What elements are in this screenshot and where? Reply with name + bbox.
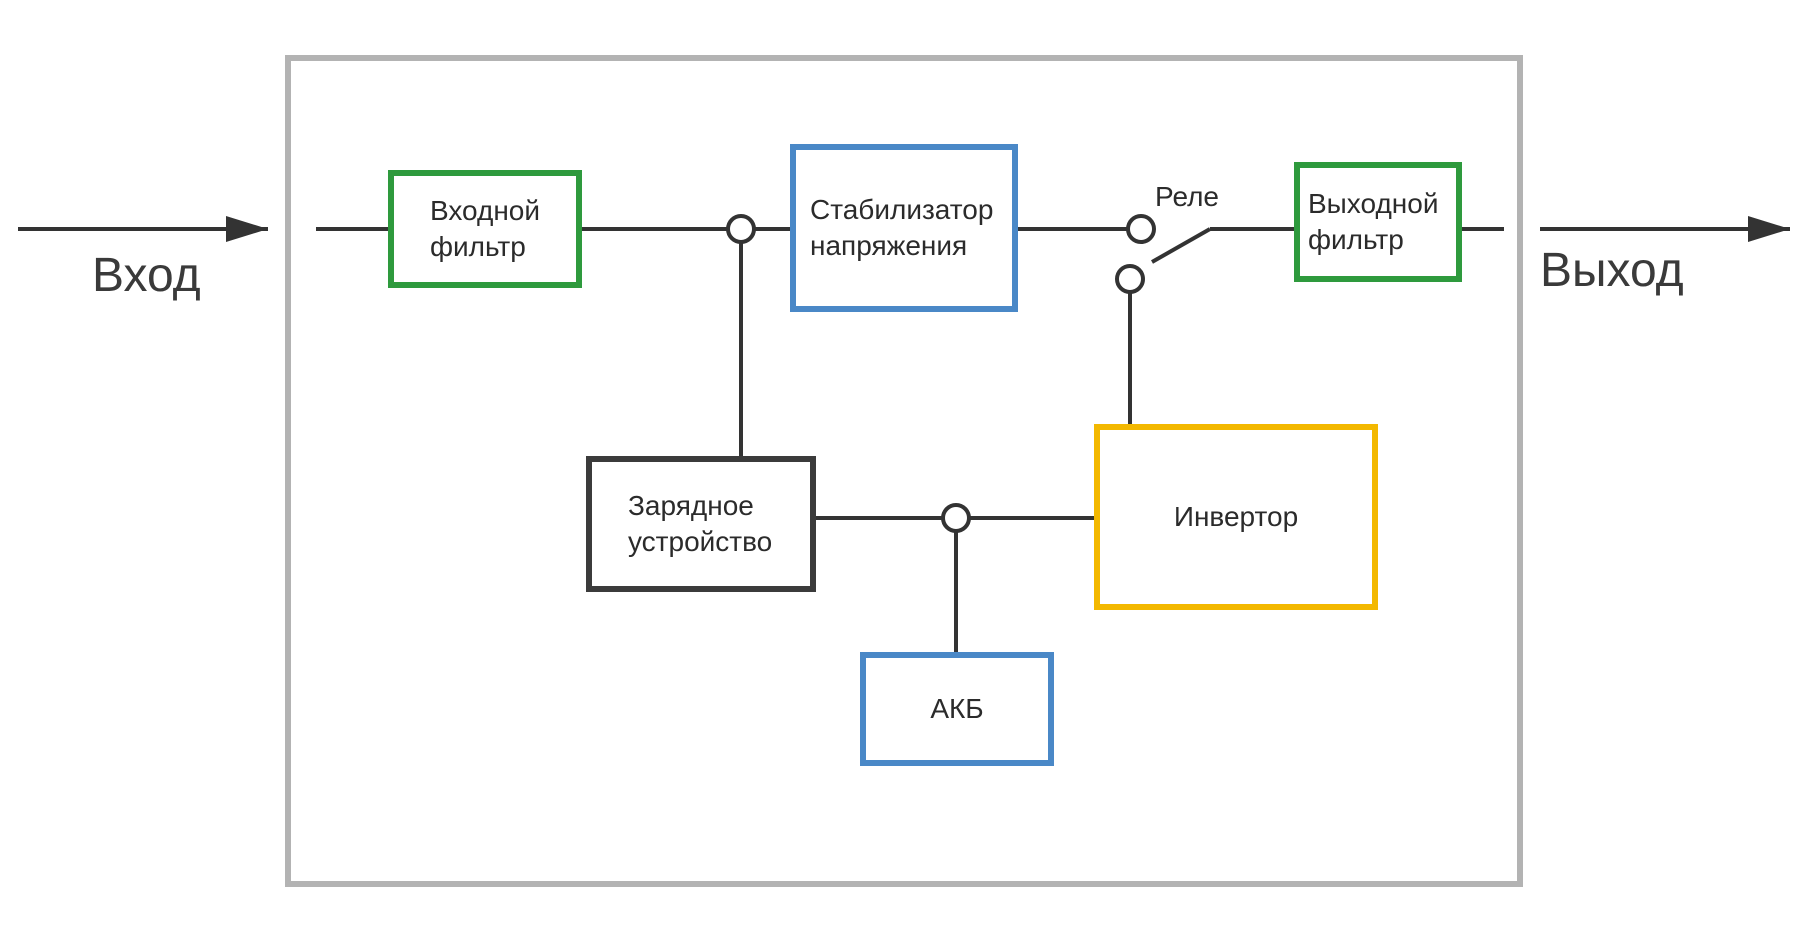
battery-label: АКБ: [930, 693, 984, 724]
stabilizer-block: Стабилизатор напряжения: [790, 144, 1018, 312]
stabilizer-label: Стабилизатор напряжения: [810, 194, 994, 261]
device-frame: [285, 55, 1523, 887]
output-arrowhead: [1748, 216, 1790, 242]
junction-node-main: [726, 214, 756, 244]
input-label: Вход: [92, 249, 201, 302]
charger-block: Зарядное устройство: [586, 456, 816, 592]
relay-contact-arm: [1151, 227, 1211, 264]
output-filter-label: Выходной фильтр: [1308, 188, 1439, 255]
inverter-label: Инвертор: [1173, 501, 1299, 532]
relay-contact-top: [1126, 214, 1156, 244]
inverter-block: Инвертор: [1094, 424, 1378, 610]
output-label: Выход: [1540, 244, 1684, 297]
output-filter-block: Выходной фильтр: [1294, 162, 1462, 282]
relay-contact-bottom: [1115, 264, 1145, 294]
input-filter-label: Входной фильтр: [430, 195, 541, 262]
relay-label: Реле: [1155, 181, 1219, 212]
input-arrowhead: [226, 216, 268, 242]
junction-node-battery: [941, 503, 971, 533]
charger-label: Зарядное устройство: [628, 490, 773, 557]
input-filter-block: Входной фильтр: [388, 170, 582, 288]
battery-block: АКБ: [860, 652, 1054, 766]
